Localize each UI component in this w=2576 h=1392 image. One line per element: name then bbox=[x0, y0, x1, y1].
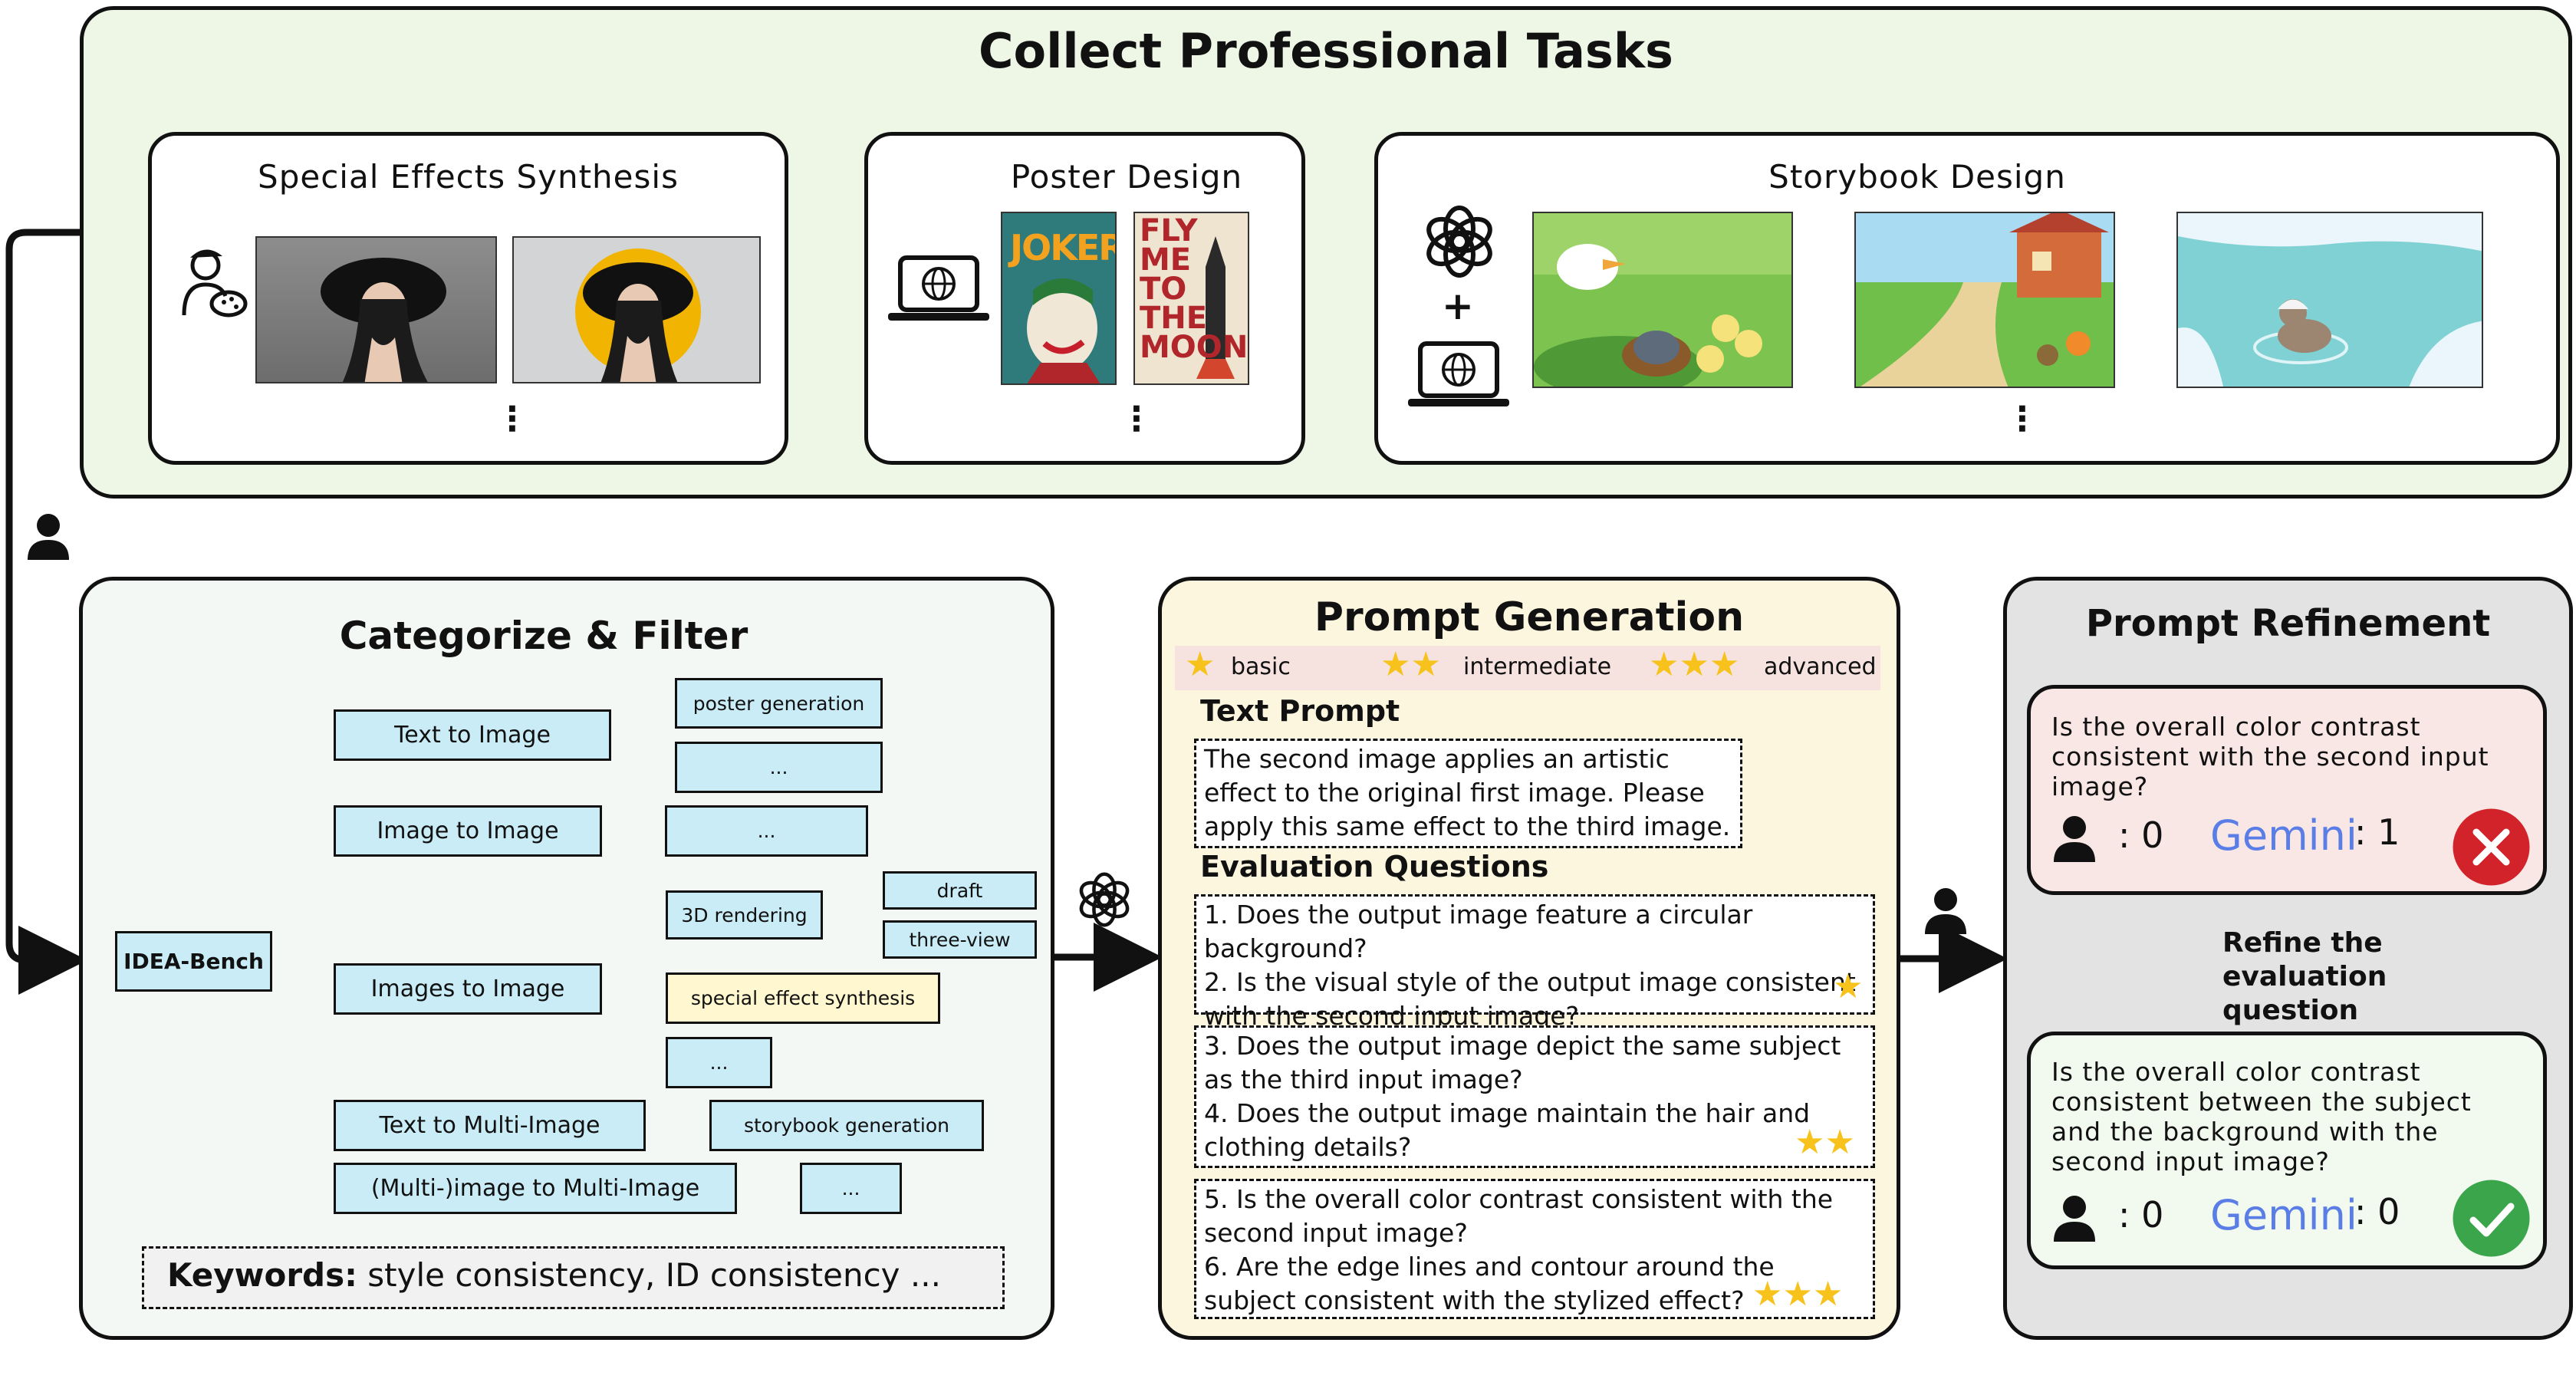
question-group-1: 1. Does the output image feature a circu… bbox=[1194, 894, 1875, 1031]
gemini-logo: Gemini bbox=[2210, 811, 2357, 860]
laptop-globe-icon bbox=[885, 252, 992, 328]
human-annotator-icon bbox=[26, 512, 71, 560]
openai-logo-icon-2 bbox=[1074, 869, 1135, 930]
plus-sign: + bbox=[1442, 284, 1474, 328]
artist-icon bbox=[175, 242, 252, 319]
question-group-3: 5. Is the overall color contrast consist… bbox=[1194, 1179, 1875, 1319]
poster-line-2: ME bbox=[1140, 242, 1192, 278]
leaf-images-to-image-more: ... bbox=[666, 1037, 772, 1088]
openai-logo-icon bbox=[1419, 201, 1500, 282]
leaf-three-view: three-view bbox=[883, 920, 1037, 959]
text-prompt-box: The second image applies an artistic eff… bbox=[1194, 739, 1742, 848]
leaf-draft: draft bbox=[883, 871, 1037, 910]
poster-line-4: THE bbox=[1140, 301, 1208, 336]
category-images-to-image: Images to Image bbox=[334, 963, 602, 1015]
storybook-scene-3 bbox=[2176, 212, 2483, 388]
after-gemini-score: : 0 bbox=[2354, 1191, 2400, 1232]
effect-output-photo bbox=[512, 236, 761, 383]
keywords-label: Keywords: bbox=[167, 1256, 357, 1294]
leaf-text-to-image-more: ... bbox=[675, 742, 883, 793]
question-group-2: 3. Does the output image depict the same… bbox=[1194, 1025, 1875, 1168]
before-human-score: : 0 bbox=[2118, 814, 2164, 856]
question-group-1-stars: ★ bbox=[1833, 967, 1864, 1006]
gemini-logo-2: Gemini bbox=[2210, 1191, 2357, 1239]
before-question-text: Is the overall color contrast consistent… bbox=[2051, 712, 2489, 801]
correct-icon bbox=[2452, 1179, 2531, 1258]
poster-line-5: MOON bbox=[1140, 330, 1249, 365]
after-human-score: : 0 bbox=[2118, 1194, 2164, 1236]
human-score-icon bbox=[2051, 814, 2097, 862]
poster-line-3: TO bbox=[1140, 271, 1187, 307]
level-advanced: advanced bbox=[1764, 653, 1877, 680]
categorize-filter-title: Categorize & Filter bbox=[339, 614, 748, 658]
human-score-icon-2 bbox=[2051, 1194, 2097, 1242]
leaf-image-to-image-more: ... bbox=[665, 805, 868, 857]
basic-star-icon: ★ bbox=[1185, 645, 1216, 684]
special-effects-more: ⋮ bbox=[495, 403, 529, 436]
storybook-design-title: Storybook Design bbox=[1768, 158, 2066, 196]
leaf-special-effect-synthesis: special effect synthesis bbox=[666, 972, 940, 1024]
before-gemini-score: : 1 bbox=[2354, 811, 2400, 853]
storybook-scene-2 bbox=[1854, 212, 2115, 388]
after-question-text: Is the overall color contrast consistent… bbox=[2051, 1057, 2472, 1176]
category-image-to-image: Image to Image bbox=[334, 805, 602, 857]
refine-label: Refine the evaluation question bbox=[2222, 927, 2387, 1026]
difficulty-legend-bar bbox=[1175, 646, 1880, 690]
poster-line-1: FLY bbox=[1140, 213, 1198, 248]
fly-me-to-the-moon-poster: FLY ME TO THE MOON bbox=[1133, 212, 1249, 385]
storybook-more: ⋮ bbox=[2005, 403, 2039, 436]
leaf-storybook-generation: storybook generation bbox=[709, 1100, 984, 1151]
prompt-generation-title: Prompt Generation bbox=[1314, 594, 1745, 640]
leaf-multi-image-more: ... bbox=[800, 1163, 902, 1214]
evaluation-questions-heading: Evaluation Questions bbox=[1200, 850, 1549, 884]
poster-design-title: Poster Design bbox=[1010, 158, 1243, 196]
special-effects-title: Special Effects Synthesis bbox=[258, 158, 679, 196]
wrong-icon bbox=[2452, 808, 2531, 887]
question-group-2-stars: ★★ bbox=[1795, 1123, 1855, 1162]
poster-design-more: ⋮ bbox=[1120, 403, 1153, 436]
leaf-poster-generation: poster generation bbox=[675, 678, 883, 729]
category-text-to-multi-image: Text to Multi-Image bbox=[334, 1100, 646, 1151]
leaf-3d-rendering: 3D rendering bbox=[666, 890, 823, 940]
effect-input-photo bbox=[255, 236, 497, 383]
intermediate-stars-icon: ★★ bbox=[1380, 645, 1441, 684]
advanced-stars-icon: ★★★ bbox=[1649, 645, 1740, 684]
feed-arrow bbox=[5, 229, 87, 995]
keywords-text: style consistency, ID consistency ... bbox=[357, 1256, 941, 1294]
human-annotator-icon-2 bbox=[1923, 887, 1968, 934]
level-basic: basic bbox=[1231, 653, 1291, 680]
storybook-scene-1 bbox=[1532, 212, 1793, 388]
idea-bench-root: IDEA-Bench bbox=[115, 931, 272, 992]
joker-poster-title: JOKER bbox=[1010, 227, 1117, 268]
prompt-refinement-title: Prompt Refinement bbox=[2085, 602, 2491, 645]
question-group-3-stars: ★★★ bbox=[1752, 1275, 1844, 1314]
category-multi-image-to-multi-image: (Multi-)image to Multi-Image bbox=[334, 1163, 737, 1214]
category-text-to-image: Text to Image bbox=[334, 709, 611, 761]
laptop-globe-icon-2 bbox=[1405, 337, 1512, 414]
joker-poster: JOKER bbox=[1001, 212, 1117, 385]
level-intermediate: intermediate bbox=[1463, 653, 1612, 680]
text-prompt-heading: Text Prompt bbox=[1200, 694, 1400, 728]
collect-tasks-title: Collect Professional Tasks bbox=[979, 23, 1673, 79]
keywords-box: Keywords: style consistency, ID consiste… bbox=[142, 1246, 1005, 1309]
